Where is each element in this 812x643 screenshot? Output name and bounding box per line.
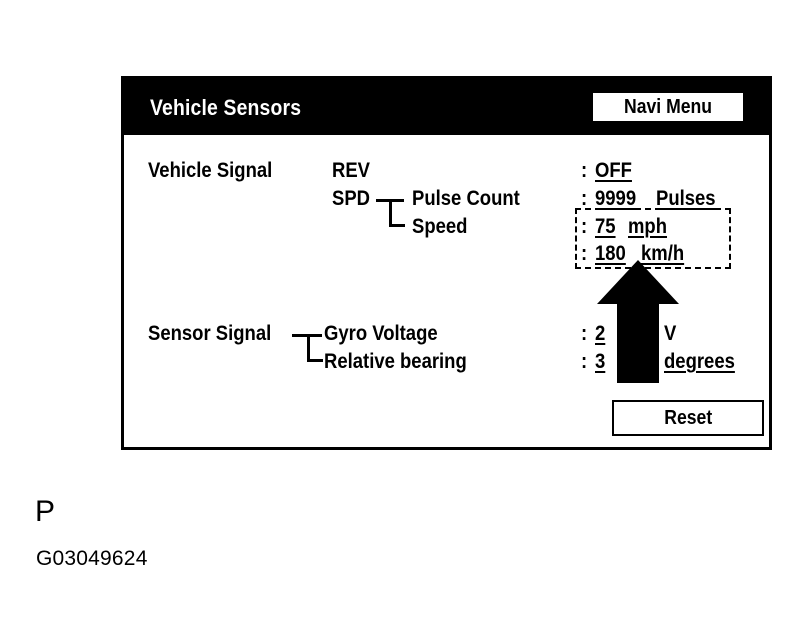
gyro-voltage-separator: : bbox=[581, 322, 588, 345]
sensor-bracket-vertical bbox=[307, 334, 310, 362]
screen-title: Vehicle Sensors bbox=[150, 95, 302, 120]
spd-bracket-vertical bbox=[389, 199, 392, 227]
relative-bearing-separator: : bbox=[581, 350, 588, 373]
figure-code: G03049624 bbox=[36, 547, 148, 570]
speed-mph-unit: mph bbox=[628, 215, 668, 238]
relative-bearing-value: 3 bbox=[595, 350, 606, 373]
reset-label: Reset bbox=[664, 407, 712, 429]
gyro-voltage-value: 2 bbox=[595, 322, 606, 345]
spd-label: SPD bbox=[332, 187, 371, 210]
pulse-count-label: Pulse Count bbox=[412, 187, 520, 210]
vehicle-sensors-screen: Vehicle Sensors Navi Menu Vehicle Signal… bbox=[121, 76, 772, 450]
speed-kmh-value: 180 bbox=[595, 242, 626, 265]
relative-bearing-label: Relative bearing bbox=[324, 350, 467, 373]
speed-label: Speed bbox=[412, 215, 468, 238]
speed-kmh-separator: : bbox=[581, 242, 588, 265]
relative-bearing-unit: degrees bbox=[664, 350, 735, 373]
navi-menu-button[interactable]: Navi Menu bbox=[591, 91, 745, 123]
sensor-signal-label: Sensor Signal bbox=[148, 322, 272, 345]
speed-mph-value: 75 bbox=[595, 215, 616, 238]
gyro-voltage-label: Gyro Voltage bbox=[324, 322, 438, 345]
pulse-count-value: 9999 bbox=[595, 187, 637, 210]
rev-separator: : bbox=[581, 159, 588, 182]
speed-kmh-unit: km/h bbox=[641, 242, 685, 265]
figure-letter: P bbox=[35, 495, 56, 528]
up-arrow-icon bbox=[597, 260, 679, 383]
spd-bracket-bottom bbox=[389, 224, 405, 227]
reset-button[interactable]: Reset bbox=[612, 400, 764, 436]
pulse-count-separator: : bbox=[581, 187, 588, 210]
gyro-voltage-unit: V bbox=[664, 322, 677, 345]
vehicle-signal-label: Vehicle Signal bbox=[148, 159, 273, 182]
speed-mph-separator: : bbox=[581, 215, 588, 238]
sensor-bracket-bottom bbox=[307, 359, 323, 362]
pulse-count-unit: Pulses bbox=[656, 187, 716, 210]
rev-label: REV bbox=[332, 159, 371, 182]
navi-menu-label: Navi Menu bbox=[623, 96, 713, 118]
title-bar: Vehicle Sensors Navi Menu bbox=[124, 79, 769, 135]
rev-value: OFF bbox=[595, 159, 632, 182]
speed-highlight-box bbox=[575, 208, 731, 269]
